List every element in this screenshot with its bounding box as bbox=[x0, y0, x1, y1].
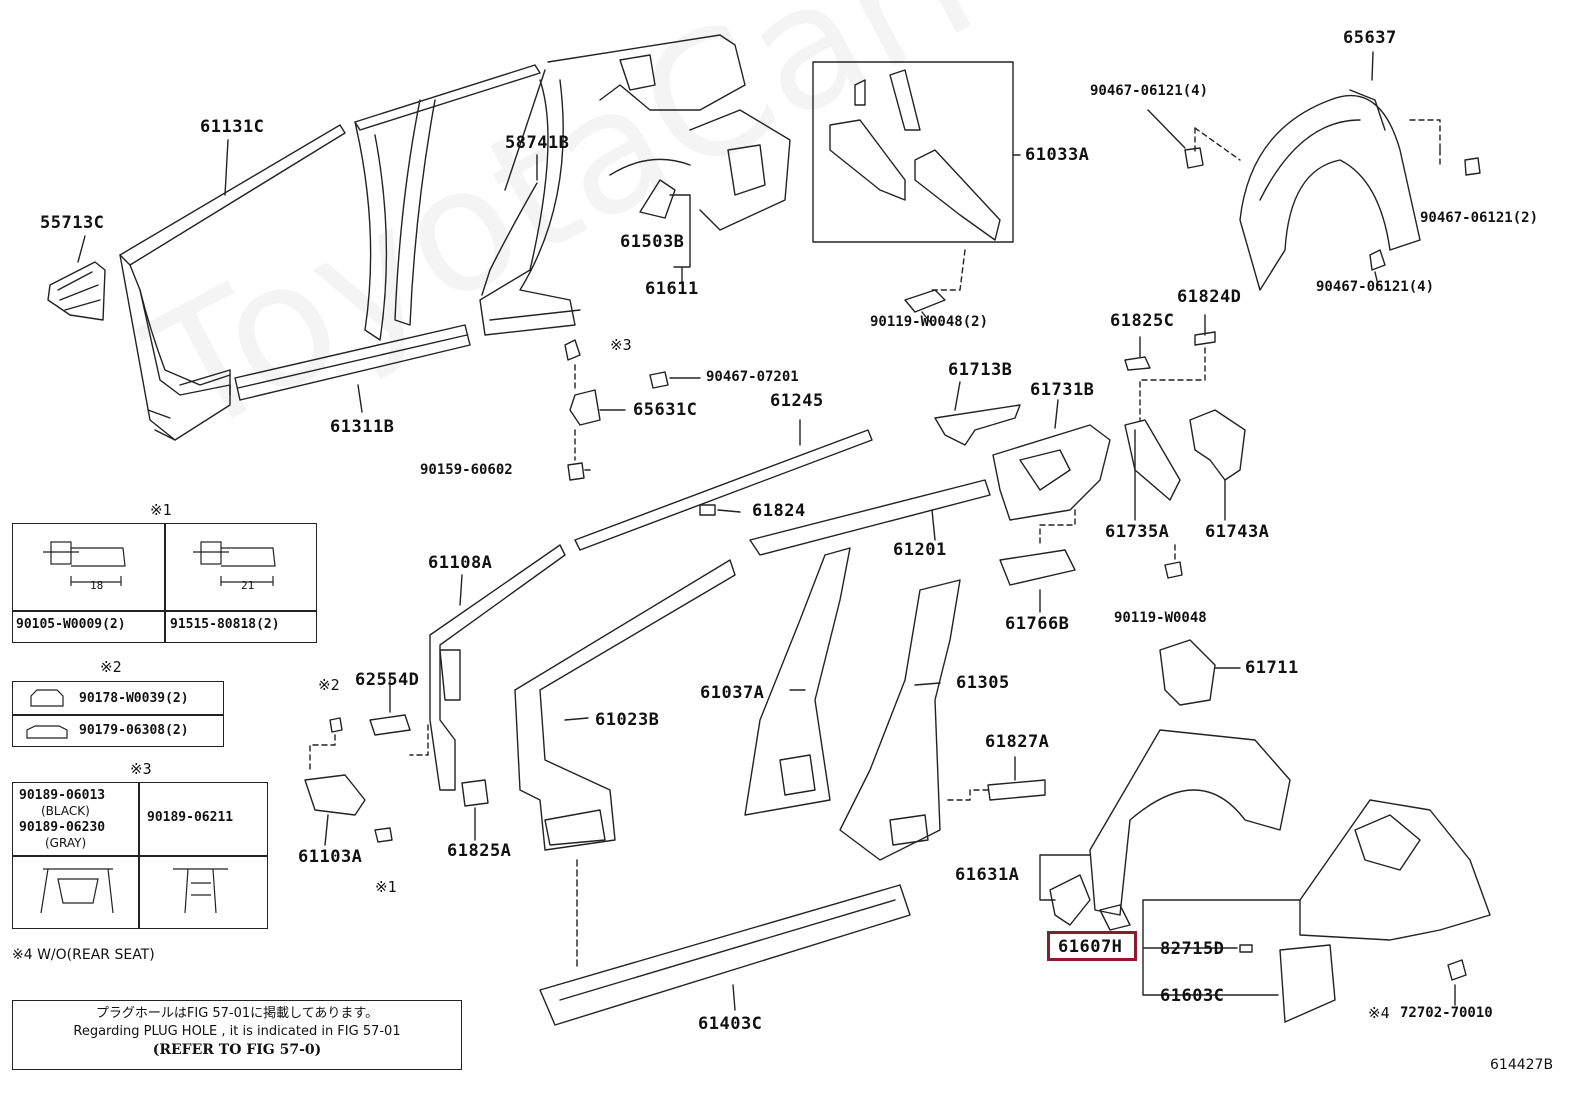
label-90119-W0048[interactable]: 90119-W0048 bbox=[1114, 610, 1207, 626]
part-61201-drawing bbox=[749, 479, 991, 556]
label-65631C[interactable]: 65631C bbox=[633, 400, 698, 420]
label-72702-70010[interactable]: 72702-70010 bbox=[1400, 1005, 1493, 1021]
table3-part-a[interactable]: 90189-06013 bbox=[19, 788, 106, 803]
table1-dim-a: 18 bbox=[90, 579, 104, 592]
part-61245-drawing bbox=[574, 429, 873, 551]
note-english: Regarding PLUG HOLE , it is indicated in… bbox=[73, 1024, 401, 1039]
table3: 90189-06013 (BLACK) 90189-06230 (GRAY) 9… bbox=[12, 782, 268, 929]
part-61403C-drawing bbox=[539, 884, 911, 1026]
label-61735A[interactable]: 61735A bbox=[1105, 522, 1170, 542]
table2-part-a[interactable]: 90178-W0039(2) bbox=[79, 691, 189, 706]
part-61311B-drawing bbox=[234, 324, 471, 401]
label-61311B[interactable]: 61311B bbox=[330, 417, 395, 437]
table2-part-b[interactable]: 90179-06308(2) bbox=[79, 723, 189, 738]
part-61131C-drawing bbox=[119, 124, 346, 441]
label-61023B[interactable]: 61023B bbox=[595, 710, 660, 730]
table2: 90178-W0039(2) 90179-06308(2) bbox=[12, 681, 224, 747]
label-61607H[interactable]: 61607H bbox=[1058, 937, 1123, 957]
label-61245[interactable]: 61245 bbox=[770, 391, 824, 411]
part-61305-drawing bbox=[839, 579, 961, 861]
part-61731B-drawing bbox=[992, 424, 1111, 521]
table3-part-c[interactable]: 90189-06211 bbox=[147, 810, 234, 825]
label-61603C[interactable]: 61603C bbox=[1160, 986, 1225, 1006]
part-61631A-drawing bbox=[1049, 729, 1291, 931]
label-61731B[interactable]: 61731B bbox=[1030, 380, 1095, 400]
mark-4: ※4 bbox=[1368, 1004, 1390, 1022]
label-61713B[interactable]: 61713B bbox=[948, 360, 1013, 380]
label-61403C[interactable]: 61403C bbox=[698, 1014, 763, 1034]
part-61037A-drawing bbox=[744, 547, 851, 816]
part-61108A-drawing bbox=[429, 544, 566, 791]
label-61131C[interactable]: 61131C bbox=[200, 117, 265, 137]
label-58741B[interactable]: 58741B bbox=[505, 133, 570, 153]
mark-3: ※3 bbox=[610, 336, 632, 354]
part-61735A-drawing bbox=[1124, 419, 1181, 501]
label-61611[interactable]: 61611 bbox=[645, 279, 699, 299]
label-61824[interactable]: 61824 bbox=[752, 501, 806, 521]
table1-part-b[interactable]: 91515-80818(2) bbox=[170, 617, 280, 632]
table1: 18 21 90105-W0009(2) 91515-80818(2) bbox=[12, 523, 317, 643]
table3-title: ※3 bbox=[130, 760, 152, 778]
label-90467-06121-4b[interactable]: 90467-06121(4) bbox=[1316, 279, 1435, 295]
label-62554D[interactable]: 62554D bbox=[355, 670, 420, 690]
label-61766B[interactable]: 61766B bbox=[1005, 614, 1070, 634]
label-61825A[interactable]: 61825A bbox=[447, 841, 512, 861]
plug-hole-note: プラグホールはFIG 57-01に掲載してあります。 Regarding PLU… bbox=[12, 1000, 462, 1070]
label-61827A[interactable]: 61827A bbox=[985, 732, 1050, 752]
part-61827A-drawing bbox=[987, 779, 1046, 801]
note-japanese: プラグホールはFIG 57-01に掲載してあります。 bbox=[95, 1006, 379, 1021]
part-61766B-drawing bbox=[999, 549, 1076, 586]
table3-color-b: (GRAY) bbox=[45, 836, 87, 850]
part-pillar-drawing bbox=[354, 64, 581, 341]
highlight-box-61607H bbox=[1047, 931, 1137, 961]
label-61824D[interactable]: 61824D bbox=[1177, 287, 1242, 307]
part-61103A-drawing bbox=[304, 774, 366, 816]
table3-part-b[interactable]: 90189-06230 bbox=[19, 820, 106, 835]
table2-title: ※2 bbox=[100, 658, 122, 676]
label-90467-06121-2[interactable]: 90467-06121(2) bbox=[1420, 210, 1539, 226]
part-55713C-drawing bbox=[47, 261, 106, 321]
label-55713C[interactable]: 55713C bbox=[40, 213, 105, 233]
label-61201[interactable]: 61201 bbox=[893, 540, 947, 560]
label-61037A[interactable]: 61037A bbox=[700, 683, 765, 703]
label-90159-60602[interactable]: 90159-60602 bbox=[420, 462, 513, 478]
mark-1: ※1 bbox=[375, 878, 397, 896]
part-58741B-drawing bbox=[481, 182, 538, 296]
footnote-4: ※4 W/O(REAR SEAT) bbox=[12, 947, 155, 963]
part-61033A-box bbox=[812, 61, 1014, 243]
label-61305[interactable]: 61305 bbox=[956, 673, 1010, 693]
part-61603C-drawing bbox=[1279, 799, 1491, 1023]
part-quarter-drawing bbox=[547, 34, 791, 231]
part-65637-drawing bbox=[1239, 89, 1421, 291]
note-reference[interactable]: (REFER TO FIG 57-0) bbox=[152, 1042, 322, 1058]
label-61108A[interactable]: 61108A bbox=[428, 553, 493, 573]
part-61023B-drawing bbox=[514, 559, 736, 851]
label-90119-W0048-2[interactable]: 90119-W0048(2) bbox=[870, 314, 989, 330]
table3-color-a: (BLACK) bbox=[41, 804, 90, 818]
table1-title: ※1 bbox=[150, 501, 172, 519]
label-82715D[interactable]: 82715D bbox=[1160, 939, 1225, 959]
part-61743A-drawing bbox=[1189, 409, 1246, 481]
label-61711[interactable]: 61711 bbox=[1245, 658, 1299, 678]
label-61503B[interactable]: 61503B bbox=[620, 232, 685, 252]
label-61033A[interactable]: 61033A bbox=[1025, 145, 1090, 165]
label-61743A[interactable]: 61743A bbox=[1205, 522, 1270, 542]
part-61713B-drawing bbox=[934, 404, 1021, 446]
diagram-id: 614427B bbox=[1490, 1057, 1554, 1073]
table1-part-a[interactable]: 90105-W0009(2) bbox=[16, 617, 126, 632]
label-90467-07201[interactable]: 90467-07201 bbox=[706, 369, 799, 385]
label-61103A[interactable]: 61103A bbox=[298, 847, 363, 867]
part-61711-drawing bbox=[1159, 639, 1216, 706]
part-61503B-drawing bbox=[639, 179, 676, 219]
label-61825C[interactable]: 61825C bbox=[1110, 311, 1175, 331]
label-65637[interactable]: 65637 bbox=[1343, 28, 1397, 48]
mark-2: ※2 bbox=[318, 676, 340, 694]
label-61631A[interactable]: 61631A bbox=[955, 865, 1020, 885]
table1-dim-b: 21 bbox=[241, 579, 255, 592]
label-90467-06121-4a[interactable]: 90467-06121(4) bbox=[1090, 83, 1209, 99]
part-61033A-drawing bbox=[829, 69, 1001, 241]
